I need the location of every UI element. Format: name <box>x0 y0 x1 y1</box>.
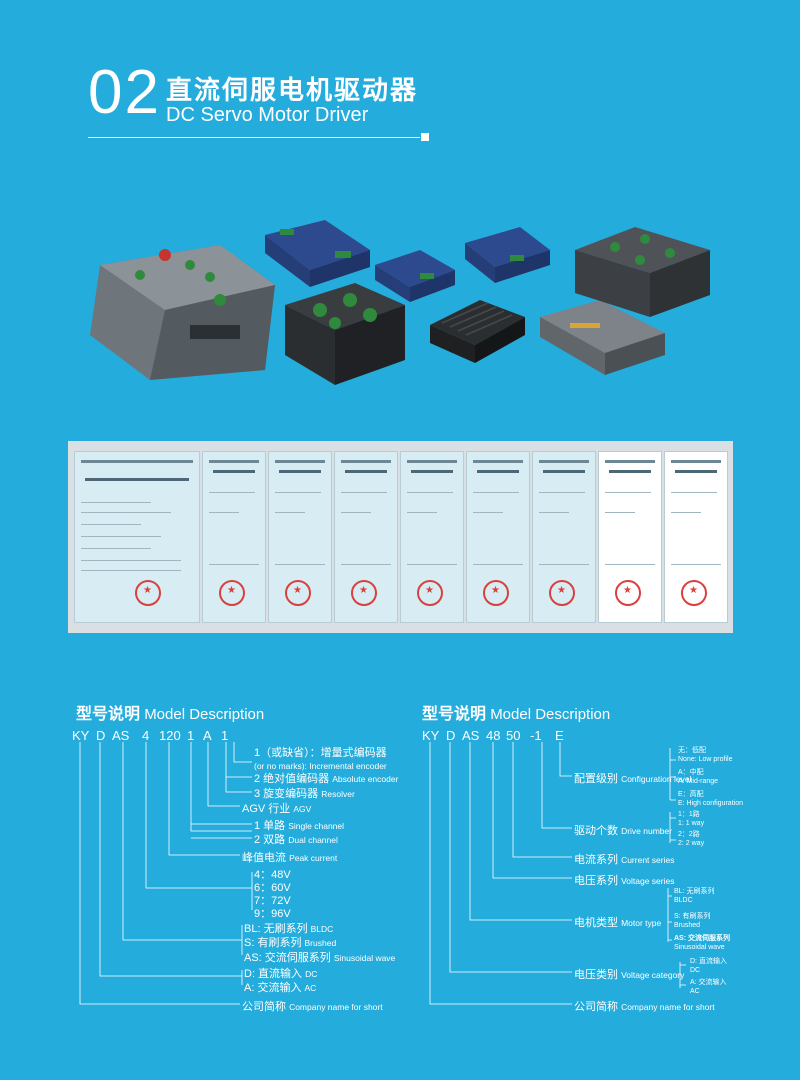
certificate-3 <box>268 451 332 623</box>
left-heading-en: Model Description <box>144 706 265 723</box>
certificate-9 <box>664 451 728 623</box>
left-label-agv: AGV 行业 AGV <box>242 803 312 815</box>
right-code-seg: D <box>446 728 456 743</box>
product-black-finned-driver <box>430 300 525 363</box>
left-label-company: 公司简称 Company name for short <box>242 1001 383 1013</box>
product-dark-box-driver <box>575 227 710 317</box>
page-title-en: DC Servo Motor Driver <box>166 104 369 126</box>
certificate-1 <box>74 451 200 623</box>
left-code-seg: D <box>96 728 106 743</box>
left-label-v7: 7：72V <box>254 895 291 907</box>
left-code-seg: 1 <box>221 728 229 743</box>
left-heading-cn: 型号说明 <box>76 706 141 723</box>
left-label-enc2: 2 绝对值编码器 Absolute encoder <box>254 773 399 785</box>
product-black-block-driver <box>285 283 405 385</box>
right-label-drive: 驱动个数 Drive number <box>574 825 673 837</box>
left-label-v4: 4：48V <box>254 869 291 881</box>
left-code-seg: A <box>203 728 212 743</box>
left-label-peak: 峰值电流 Peak current <box>242 852 338 864</box>
right-label-voltage-series: 电压系列 Voltage series <box>574 875 675 887</box>
left-code-seg: 4 <box>142 728 150 743</box>
left-code-seg: 120 <box>159 728 181 743</box>
left-code-seg: 1 <box>187 728 195 743</box>
right-heading-en: Model Description <box>490 706 611 723</box>
left-label-enc1: 1（或缺省）：增量式编码器(or no marks): Incremental … <box>254 747 387 771</box>
certificate-8 <box>598 451 662 623</box>
title-underline-square <box>421 133 429 141</box>
left-model-heading: 型号说明 Model Description <box>76 700 264 724</box>
product-blue-driver-3 <box>465 227 550 283</box>
left-label-enc3: 3 旋变编码器 Resolver <box>254 788 355 800</box>
certificate-7 <box>532 451 596 623</box>
right-code-seg: -1 <box>530 728 542 743</box>
right-code-seg: AS <box>462 728 480 743</box>
left-label-bl: BL: 无刷系列 BLDC <box>244 923 334 935</box>
product-blue-driver-1 <box>265 220 370 287</box>
page-title-cn: 直流伺服电机驱动器 <box>166 75 419 105</box>
product-images <box>90 220 710 385</box>
certificate-band <box>68 441 733 633</box>
left-label-ch1: 1 单路 Single channel <box>254 820 345 832</box>
right-label-motor-type: 电机类型 Motor type <box>574 917 662 929</box>
certificate-2 <box>202 451 266 623</box>
certificate-4 <box>334 451 398 623</box>
product-gray-flat-driver <box>540 300 665 375</box>
left-label-ch2: 2 双路 Dual channel <box>254 834 338 846</box>
certificate-5 <box>400 451 464 623</box>
right-code-seg: 50 <box>506 728 521 743</box>
left-label-a: A: 交流输入 AC <box>244 982 317 994</box>
certificate-6 <box>466 451 530 623</box>
right-heading-cn: 型号说明 <box>422 706 487 723</box>
right-label-voltage-category: 电压类别 Voltage category <box>574 969 685 981</box>
right-code-seg: KY <box>422 728 440 743</box>
right-label-current: 电流系列 Current series <box>574 854 675 866</box>
right-code-seg: E <box>555 728 564 743</box>
left-label-v6: 6：60V <box>254 882 291 894</box>
title-underline <box>88 137 420 138</box>
left-code-seg: AS <box>112 728 130 743</box>
right-label-config: 配置级别 Configuration level <box>574 773 692 785</box>
right-label-company: 公司简称 Company name for short <box>574 1001 715 1013</box>
right-code-seg: 48 <box>486 728 501 743</box>
left-label-as: AS: 交流伺服系列 Sinusoidal wave <box>244 952 396 964</box>
left-label-d: D: 直流输入 DC <box>244 968 318 980</box>
section-number: 02 <box>88 58 161 127</box>
left-label-s: S: 有刷系列 Brushed <box>244 937 337 949</box>
right-model-heading: 型号说明 Model Description <box>422 700 610 724</box>
product-large-gray-controller <box>90 245 275 380</box>
left-label-v9: 9：96V <box>254 908 291 920</box>
product-blue-driver-2 <box>375 250 455 302</box>
left-code-seg: KY <box>72 728 90 743</box>
